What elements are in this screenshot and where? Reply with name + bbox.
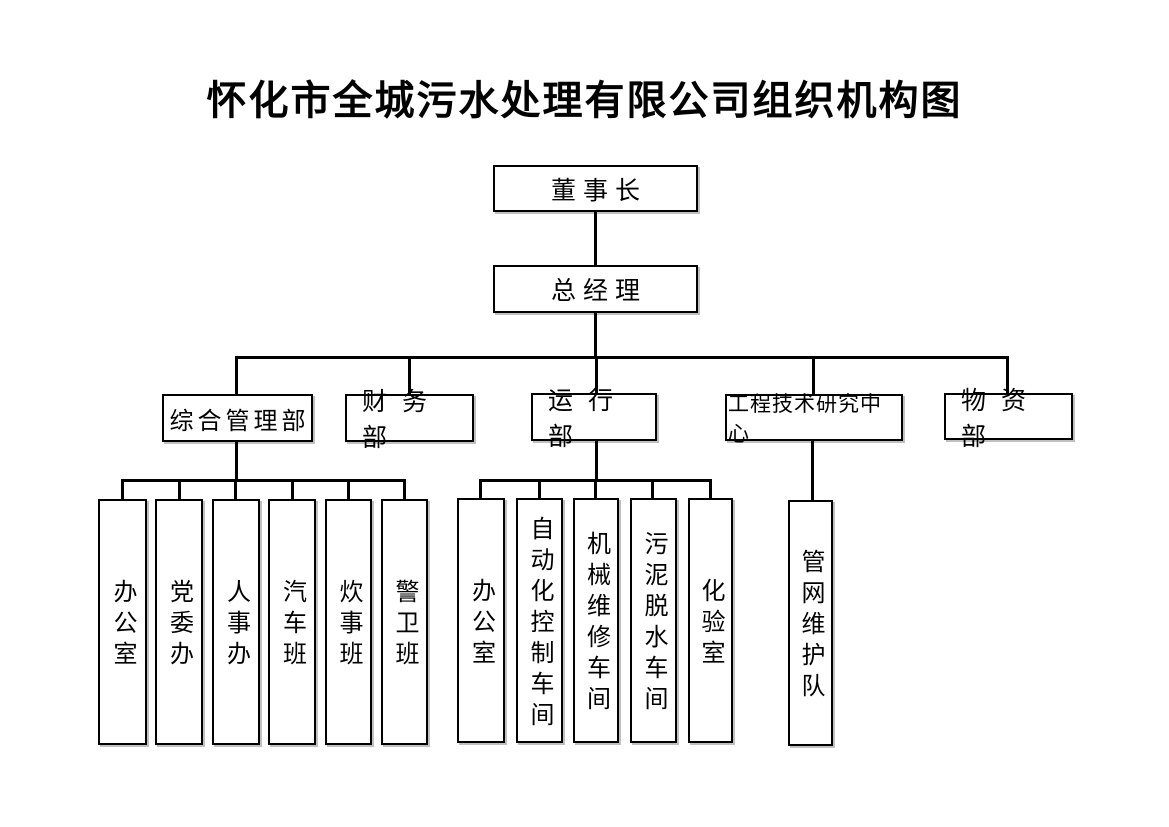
connector-drop-dept-0: [235, 356, 238, 395]
connector-drop-b3: [651, 479, 654, 498]
connector-dept3-down: [811, 441, 814, 500]
box-unit-guard-team: 警卫班: [381, 499, 428, 745]
connector-dept2-down: [595, 441, 598, 482]
box-unit-operations-office: 办公室: [457, 498, 505, 743]
connector-drop-dept-1: [408, 356, 411, 395]
connector-chairman-gm: [594, 212, 597, 265]
connector-drop-a3: [291, 479, 294, 499]
connector-gm-down: [594, 313, 597, 359]
box-dept-engineering-research-center: 工程技术研究中心: [725, 392, 903, 446]
connector-groupA-rail: [121, 479, 406, 482]
box-general-manager: 总经理: [493, 265, 698, 313]
unit-label: 警卫班: [391, 579, 417, 672]
box-unit-mechanical-maintenance-workshop: 机械维修车间: [573, 498, 619, 743]
box-unit-office-admin: 办公室: [98, 499, 147, 745]
unit-label: 党委办: [165, 579, 192, 672]
unit-label: 人事办: [222, 579, 249, 672]
connector-drop-dept-3: [812, 356, 815, 395]
connector-drop-a4: [347, 479, 350, 499]
box-unit-party-committee-office: 党委办: [155, 499, 203, 745]
connector-drop-a0: [121, 479, 124, 499]
box-unit-sludge-dewatering-workshop: 污泥脱水车间: [630, 498, 677, 743]
page-title: 怀化市全城污水处理有限公司组织机构图: [206, 78, 963, 123]
box-unit-automation-control-workshop: 自动化控制车间: [516, 498, 563, 743]
connector-drop-dept-2: [595, 356, 598, 394]
connector-drop-a2: [234, 479, 237, 499]
connector-drop-b1: [538, 479, 541, 498]
box-dept-comprehensive-management: 综合管理部: [162, 394, 313, 442]
unit-label: 自动化控制车间: [526, 515, 552, 733]
unit-label: 管网维护队: [797, 549, 823, 704]
unit-label: 炊事班: [335, 579, 361, 672]
box-unit-cooking-team: 炊事班: [325, 499, 372, 745]
connector-dept0-down: [235, 442, 238, 481]
connector-drop-b0: [479, 479, 482, 498]
unit-label: 汽车班: [278, 579, 305, 672]
unit-label: 污泥脱水车间: [640, 531, 666, 717]
box-unit-vehicle-team: 汽车班: [268, 499, 316, 745]
box-chairman: 董事长: [493, 165, 698, 212]
box-dept-finance: 财务部: [345, 389, 474, 452]
box-unit-pipeline-maintenance-team: 管网维护队: [788, 500, 833, 746]
unit-label: 化验室: [697, 577, 723, 671]
box-unit-laboratory: 化验室: [688, 498, 733, 743]
connector-main-rail: [235, 356, 1009, 359]
unit-label: 办公室: [467, 577, 494, 671]
connector-drop-b4: [709, 479, 712, 498]
unit-label: 办公室: [109, 579, 135, 672]
connector-drop-a5: [403, 479, 406, 499]
box-dept-materials: 物资部: [944, 388, 1073, 451]
unit-label: 机械维修车间: [582, 531, 609, 717]
connector-drop-a1: [178, 479, 181, 499]
connector-drop-b2: [594, 479, 597, 498]
connector-drop-dept-4: [1006, 356, 1009, 394]
box-dept-operations: 运行部: [531, 388, 657, 451]
box-unit-personnel-office: 人事办: [212, 499, 260, 745]
